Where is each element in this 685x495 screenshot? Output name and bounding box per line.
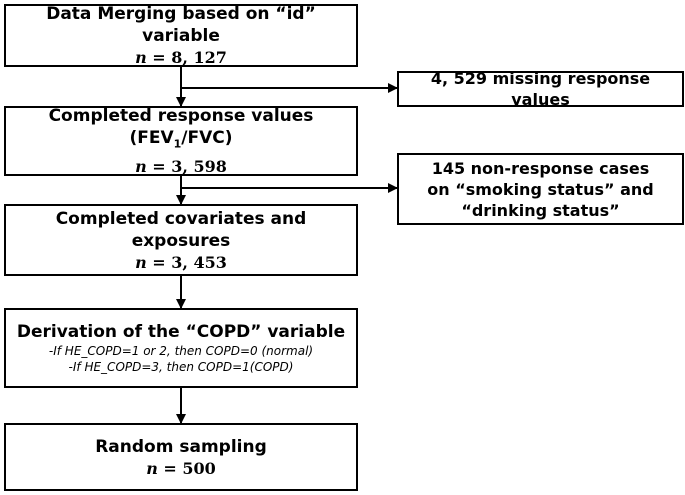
exclusion-non-response: 145 non-response cases on “smoking statu…	[397, 153, 684, 225]
sample-size: n = 500	[146, 458, 216, 478]
exclusion-line: on “smoking status” and	[427, 179, 654, 199]
step-derivation-copd: Derivation of the “COPD” variable -If HE…	[4, 308, 358, 388]
step-title: Completed covariates and exposures	[55, 208, 307, 251]
derivation-rule: -If HE_COPD=3, then COPD=1(COPD)	[68, 360, 294, 374]
derivation-rule: -If HE_COPD=1 or 2, then COPD=0 (normal)	[48, 344, 314, 358]
step-title: Random sampling	[95, 436, 267, 457]
step-random-sampling: Random sampling n = 500	[4, 423, 358, 491]
sample-size: n = 3, 453	[135, 252, 227, 272]
step-data-merging: Data Merging based on “id” variable n = …	[4, 4, 358, 67]
exclusion-line: 145 non-response cases	[431, 158, 650, 178]
exclusion-text: 4, 529 missing response values	[430, 69, 651, 109]
step-completed-response: Completed response values (FEV1/FVC) n =…	[4, 106, 358, 176]
sample-size: n = 8, 127	[135, 48, 227, 67]
step-completed-covariates: Completed covariates and exposures n = 3…	[4, 204, 358, 276]
exclusion-missing-response: 4, 529 missing response values	[397, 69, 684, 109]
step-title: Data Merging based on “id” variable	[46, 4, 316, 46]
step-title: Completed response values (FEV1/FVC)	[48, 106, 314, 151]
exclusion-line: “drinking status”	[461, 200, 620, 220]
step-title: Derivation of the “COPD” variable	[16, 322, 346, 342]
sample-size: n = 3, 598	[135, 156, 227, 176]
